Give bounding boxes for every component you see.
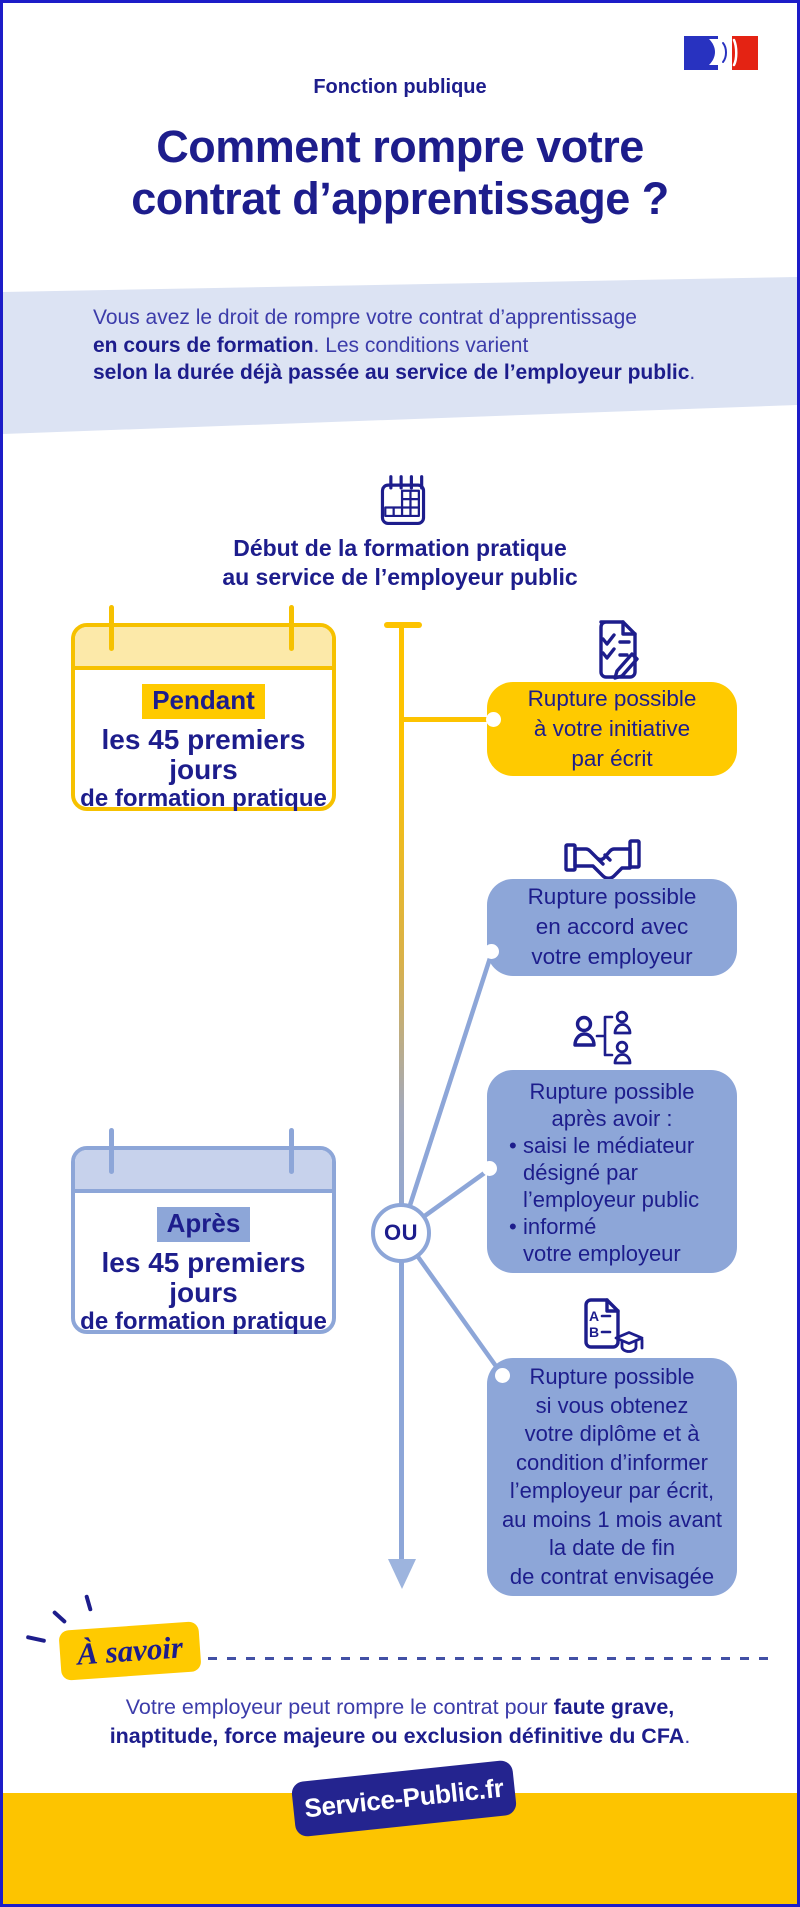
svg-text:A: A (589, 1308, 599, 1324)
card-apres-45-jours: Après les 45 premiers jours de formation… (71, 1146, 336, 1335)
note-line2: inaptitude, force majeure ou exclusion d… (109, 1724, 691, 1748)
a-savoir-badge: À savoir (58, 1621, 202, 1681)
french-republic-logo (684, 36, 762, 70)
card-apres-tag: Après (156, 1207, 251, 1242)
calendar-grid-icon (375, 471, 431, 536)
connector-dot (495, 1368, 510, 1383)
bubble-line: la date de fin (549, 1535, 675, 1560)
bubble-line: Rupture possible (527, 884, 697, 909)
bullet-line: •informé (509, 1214, 597, 1239)
diploma-graduation-icon: A B (576, 1296, 644, 1361)
bubble-line: Rupture possible (529, 1364, 695, 1389)
note-text: Votre employeur peut rompre le contrat p… (3, 1693, 797, 1751)
checklist-pencil-icon (589, 618, 647, 687)
timeline-vertical-line (399, 625, 404, 1559)
bubble-line: de contrat envisagée (509, 1563, 715, 1589)
card-apres-line2: de formation pratique (80, 1308, 327, 1335)
svg-text:B: B (589, 1324, 599, 1340)
timeline-yellow-branch (401, 717, 493, 722)
sparkle-icon (84, 1594, 93, 1612)
calendar-ring (109, 605, 114, 651)
page-title-line1: Comment rompre votre (156, 121, 644, 172)
calendar-ring (109, 1128, 114, 1174)
connector-dot (486, 712, 501, 727)
card-pendant-line2: de formation pratique (80, 785, 327, 812)
bubble-bullet-list: •saisi le médiateur désigné par l’employ… (487, 1132, 737, 1267)
bubble-line: votre employeur (531, 944, 693, 969)
timeline-start-heading-line1: Début de la formation pratique (233, 535, 567, 561)
calendar-ring (289, 605, 294, 651)
bubble-line: au moins 1 mois avant (501, 1506, 723, 1532)
intro-line2: en cours de formation. Les conditions va… (93, 333, 529, 357)
page-title-line2: contrat d’apprentissage ? (131, 173, 669, 224)
bubble-line: Rupture possible (529, 1079, 695, 1104)
bubble-rupture-diplome: Rupture possible si vous obtenez votre d… (487, 1358, 737, 1596)
bubble-line: condition d’informer (516, 1449, 708, 1475)
bubble-rupture-accord: Rupture possible en accord avec votre em… (487, 879, 737, 976)
page-title: Comment rompre votre contrat d’apprentis… (3, 121, 797, 225)
timeline-start-heading: Début de la formation pratique au servic… (3, 534, 797, 592)
bullet-continuation: désigné par (523, 1160, 638, 1185)
bubble-line: à votre initiative (533, 716, 691, 741)
card-pendant-tag: Pendant (142, 684, 265, 719)
bullet-line: •saisi le médiateur (509, 1133, 695, 1158)
bullet-continuation: l’employeur public (523, 1187, 700, 1212)
note-line1: Votre employeur peut rompre le contrat p… (125, 1695, 675, 1719)
connector-dot (482, 1161, 497, 1176)
bubble-line: l’employeur par écrit, (509, 1478, 715, 1503)
timeline-arrowhead-icon (388, 1559, 416, 1589)
bubble-rupture-initiative: Rupture possible à votre initiative par … (487, 682, 737, 776)
or-node: OU (371, 1203, 431, 1263)
mediator-people-icon (573, 1007, 635, 1070)
calendar-ring (289, 1128, 294, 1174)
timeline-start-heading-line2: au service de l’employeur public (222, 564, 578, 590)
bubble-line: si vous obtenez (535, 1392, 689, 1418)
intro-text: Vous avez le droit de rompre votre contr… (93, 304, 733, 387)
bubble-rupture-mediateur: Rupture possible après avoir : •saisi le… (487, 1070, 737, 1273)
bubble-line: votre diplôme et à (524, 1421, 700, 1446)
card-pendant-line1: les 45 premiers jours (101, 724, 306, 785)
bullet-continuation: votre employeur (523, 1241, 681, 1266)
intro-band (3, 277, 797, 434)
marianne-flag-icon (684, 36, 758, 70)
card-apres-line1: les 45 premiers jours (101, 1247, 306, 1308)
bubble-line: par écrit (571, 746, 653, 771)
bubble-line: en accord avec (535, 914, 689, 939)
sparkle-icon (25, 1634, 47, 1644)
bubble-line: après avoir : (551, 1106, 673, 1131)
kicker: Fonction publique (313, 76, 487, 98)
handshake-icon (564, 832, 642, 885)
intro-line3: selon la durée déjà passée au service de… (93, 361, 696, 384)
sparkle-icon (51, 1609, 68, 1625)
dashed-divider (208, 1657, 773, 1660)
intro-line1: Vous avez le droit de rompre votre contr… (93, 306, 637, 329)
bubble-line: Rupture possible (527, 686, 697, 711)
connector-dot (484, 944, 499, 959)
card-pendant-45-jours: Pendant les 45 premiers jours de formati… (71, 623, 336, 812)
